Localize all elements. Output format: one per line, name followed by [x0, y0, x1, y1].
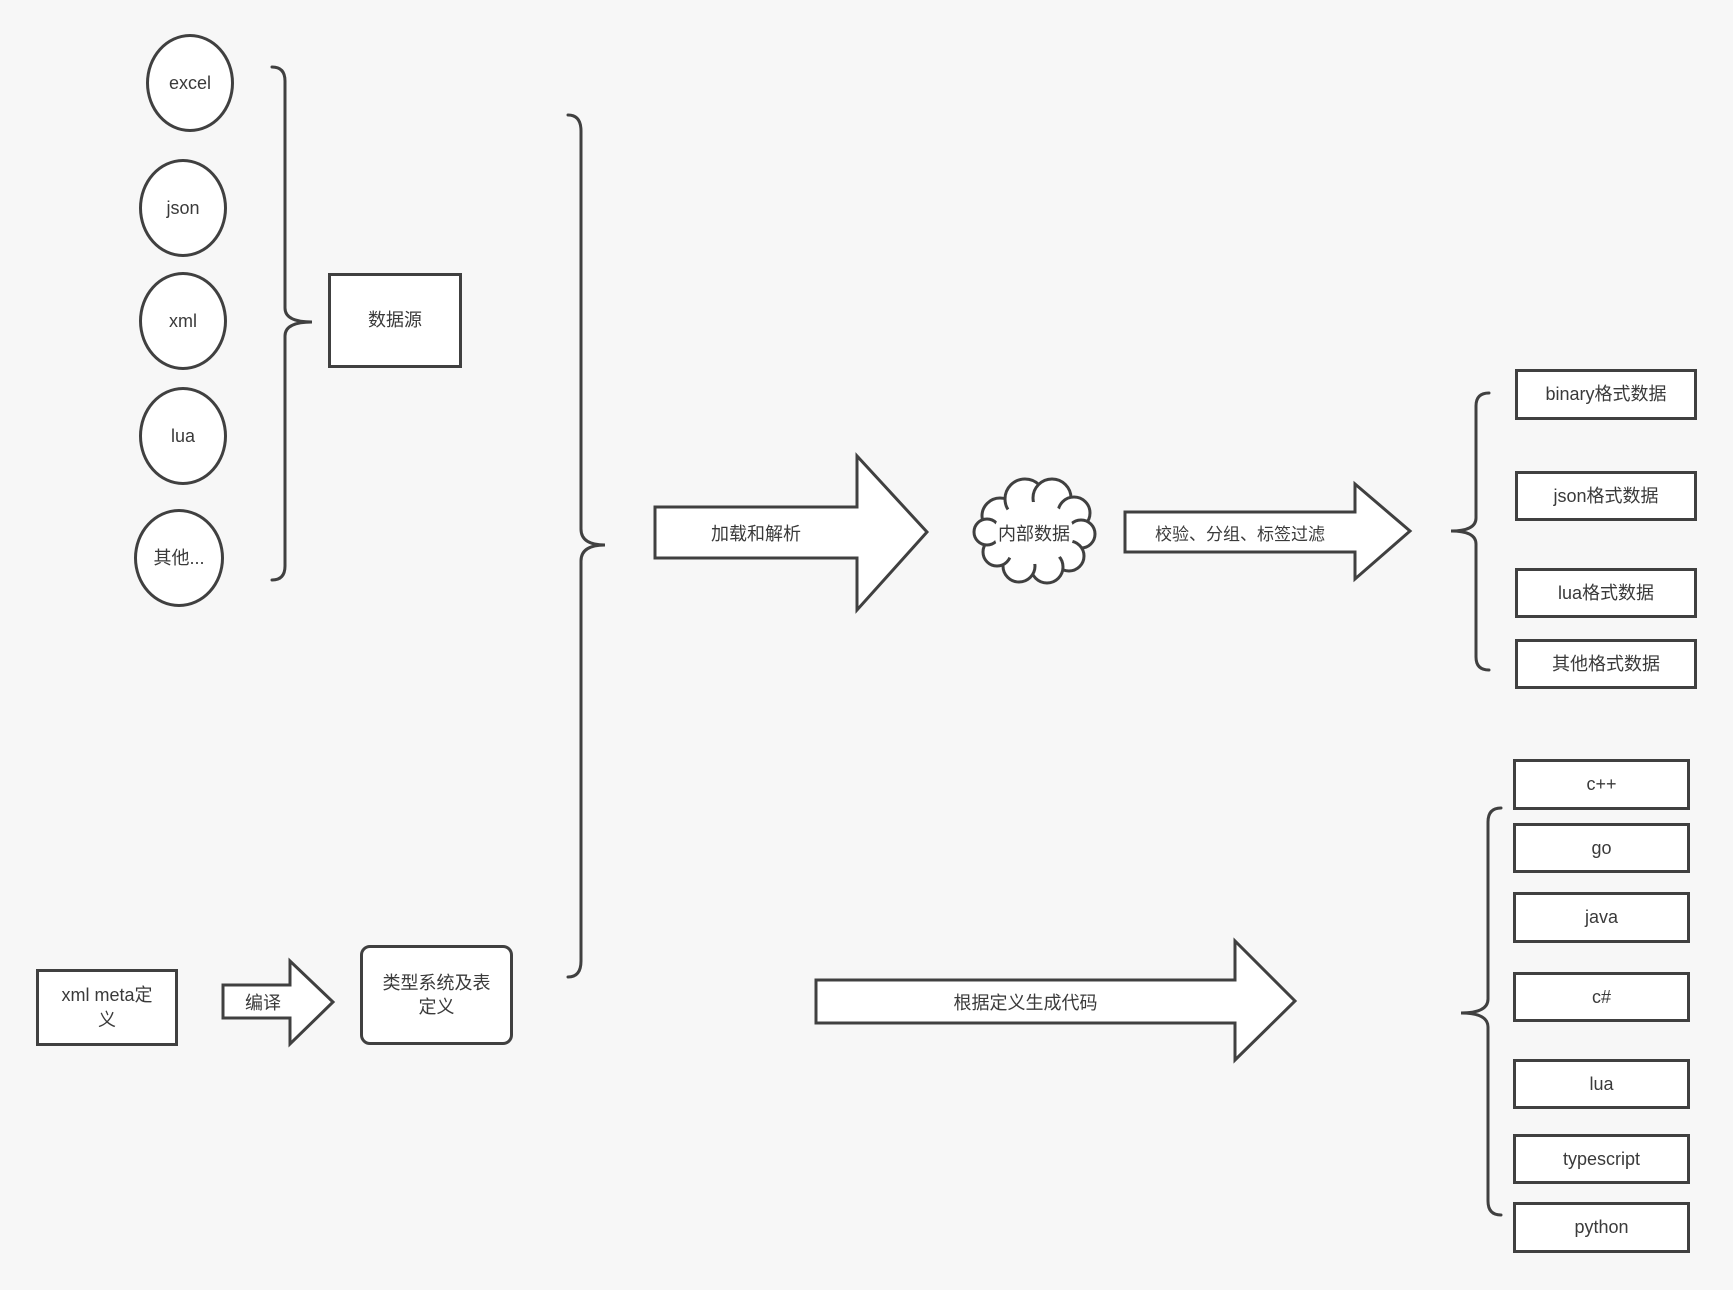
language-box-cpp: c++ — [1513, 759, 1690, 810]
format-box-lua: lua格式数据 — [1515, 568, 1697, 618]
type-system-box: 类型系统及表定义 — [360, 945, 513, 1045]
internal-data-cloud — [972, 477, 1097, 585]
internal-data-label: 内部数据 — [998, 524, 1070, 544]
codegen-arrow — [814, 937, 1298, 1064]
data-source-brace — [270, 65, 313, 582]
source-node-lua: lua — [139, 387, 227, 485]
codegen-arrow-label: 根据定义生成代码 — [953, 992, 1098, 1013]
format-box-json: json格式数据 — [1515, 471, 1697, 521]
filter-arrow — [1123, 480, 1413, 583]
format-box-other: 其他格式数据 — [1515, 639, 1697, 689]
compile-arrow-label: 编译 — [245, 992, 281, 1013]
language-box-typescript: typescript — [1513, 1134, 1690, 1184]
data-source-box: 数据源 — [328, 273, 462, 368]
language-box-java: java — [1513, 892, 1690, 943]
load-parse-arrow-label: 加载和解析 — [711, 523, 801, 544]
source-node-xml: xml — [139, 272, 227, 370]
format-output-brace — [1450, 391, 1491, 672]
xml-meta-box: xml meta定义 — [36, 969, 178, 1046]
compile-arrow — [221, 957, 336, 1048]
language-box-python: python — [1513, 1202, 1690, 1253]
language-output-brace — [1460, 806, 1503, 1217]
format-box-binary: binary格式数据 — [1515, 369, 1697, 420]
filter-arrow-label: 校验、分组、标签过滤 — [1155, 524, 1325, 544]
load-parse-arrow — [653, 452, 930, 614]
source-node-other: 其他... — [134, 509, 224, 607]
language-box-csharp: c# — [1513, 972, 1690, 1022]
language-box-lua: lua — [1513, 1059, 1690, 1109]
main-input-brace — [566, 113, 606, 979]
source-node-excel: excel — [146, 34, 234, 132]
source-node-json: json — [139, 159, 227, 257]
language-box-go: go — [1513, 823, 1690, 873]
